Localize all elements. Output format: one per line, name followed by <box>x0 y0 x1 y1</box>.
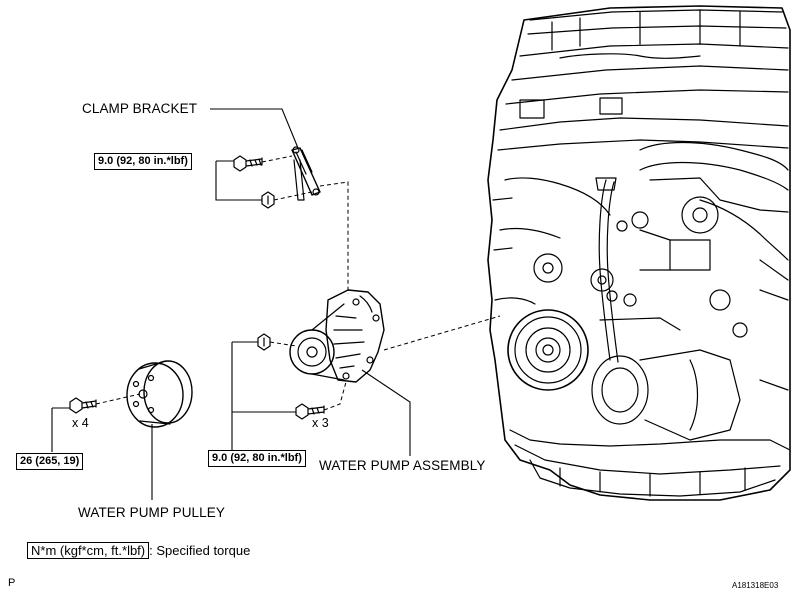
bolt-pulley <box>69 397 97 414</box>
pulley-bolt-quantity: x 4 <box>72 416 89 430</box>
leader-lines <box>51 108 411 500</box>
water-pump-pulley-label: WATER PUMP PULLEY <box>78 505 225 520</box>
torque-clamp-bracket: 9.0 (92, 80 in.*lbf) <box>94 153 192 170</box>
bolt-clamp-upper <box>233 155 263 172</box>
clamp-bracket-part <box>291 146 321 201</box>
torque-legend-description: : Specified torque <box>149 543 251 558</box>
torque-legend-unit: N*m (kgf*cm, ft.*lbf) <box>27 542 150 559</box>
figure-id: A181318E03 <box>732 581 779 590</box>
torque-water-pump: 9.0 (92, 80 in.*lbf) <box>208 450 306 467</box>
water-pump-pulley-part <box>126 360 193 428</box>
water-pump-assembly-label: WATER PUMP ASSEMBLY <box>319 458 486 473</box>
bolt-pump-lower <box>295 403 325 420</box>
nut-pump-upper <box>257 333 271 351</box>
water-pump-part <box>289 289 385 383</box>
pump-bolt-quantity: x 3 <box>312 416 329 430</box>
clamp-bracket-label: CLAMP BRACKET <box>82 101 198 116</box>
footer-code: P <box>8 577 16 589</box>
torque-legend: N*m (kgf*cm, ft.*lbf): Specified torque <box>27 542 251 559</box>
alignment-lines <box>95 155 501 411</box>
nut-clamp-lower <box>261 191 275 209</box>
engine-illustration <box>487 5 791 501</box>
torque-pulley: 26 (265, 19) <box>16 453 84 470</box>
